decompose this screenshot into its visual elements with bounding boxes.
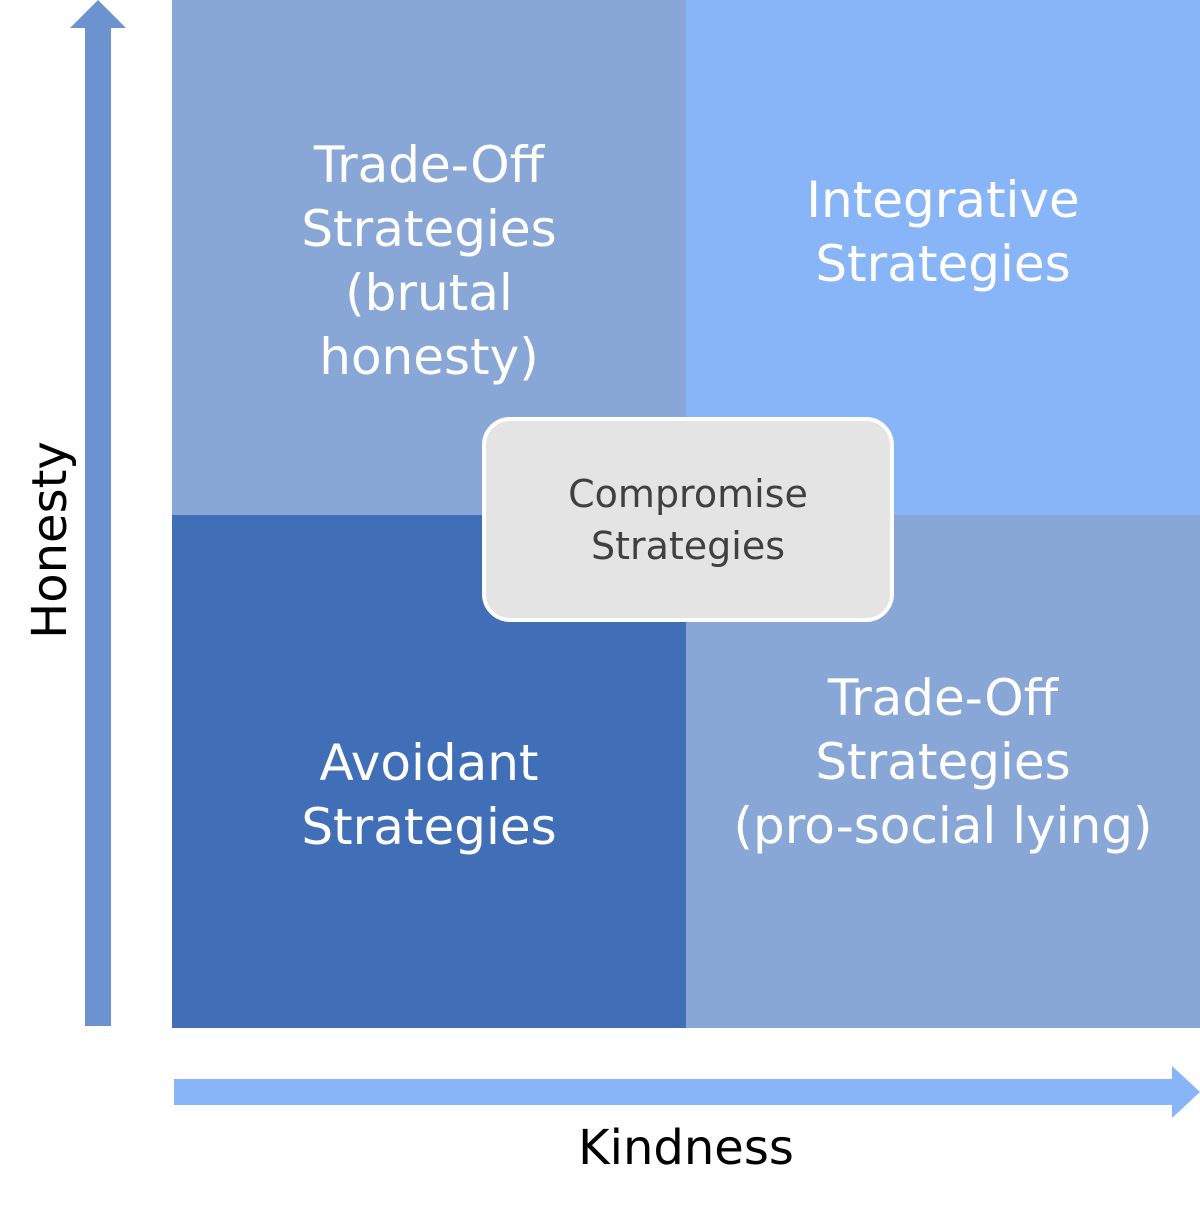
- compromise-strategies-label: Compromise Strategies: [568, 471, 808, 568]
- compromise-strategies-box: Compromise Strategies: [482, 417, 894, 622]
- honesty-axis-label: Honesty: [22, 441, 78, 639]
- quadrant-label-avoidant: Avoidant Strategies: [301, 734, 557, 856]
- kindness-axis-label: Kindness: [578, 1120, 794, 1176]
- quadrant-label-trade-off-brutal-honesty: Trade-Off Strategies (brutal honesty): [301, 136, 557, 386]
- quadrant-trade-off-brutal-honesty: Trade-Off Strategies (brutal honesty): [172, 0, 686, 515]
- honesty-arrow-shape: [70, 0, 126, 1026]
- quadrant-label-trade-off-pro-social-lying: Trade-Off Strategies (pro-social lying): [733, 669, 1153, 855]
- kindness-axis-arrow: [174, 1066, 1200, 1118]
- kindness-arrow-shape: [174, 1066, 1200, 1118]
- honesty-axis-arrow: [70, 0, 126, 1026]
- quadrant-label-integrative: Integrative Strategies: [806, 171, 1080, 293]
